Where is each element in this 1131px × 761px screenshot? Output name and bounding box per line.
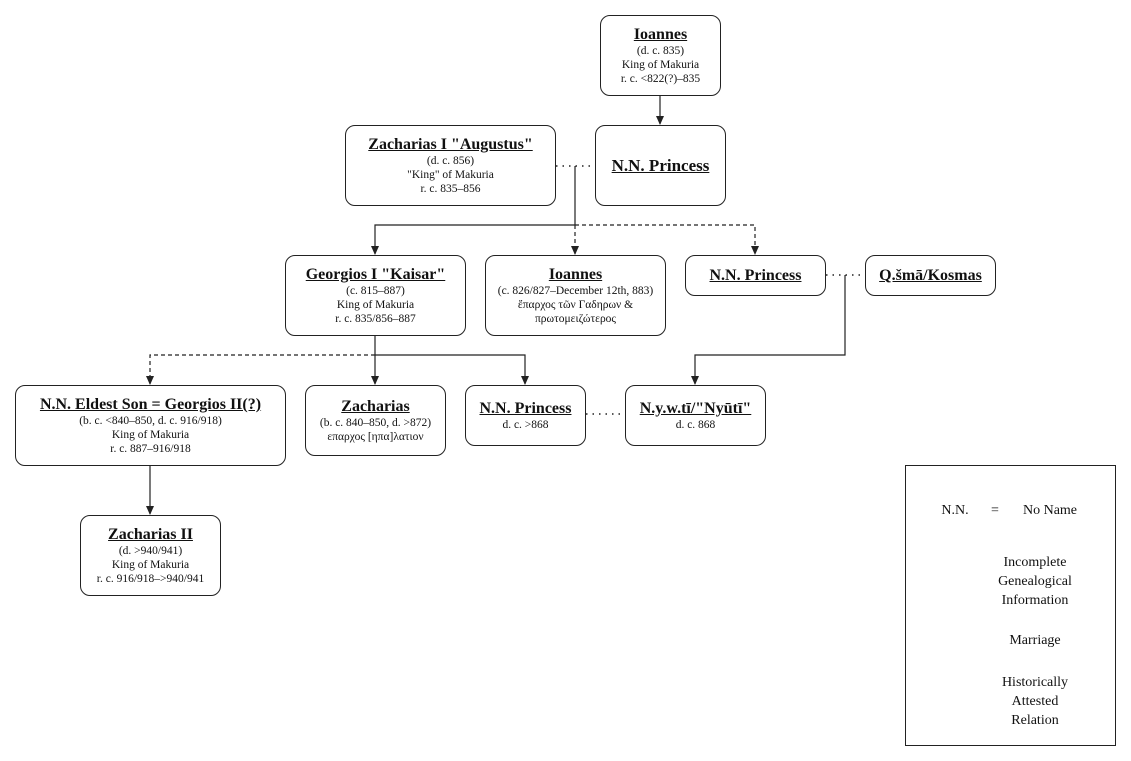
person-detail: (c. 826/827–December 12th, 883) (497, 285, 654, 297)
person-detail: r. c. <822(?)–835 (620, 73, 701, 85)
edge-georgios-to-princess-3 (375, 354, 529, 385)
person-detail: (c. 815–887) (346, 285, 405, 297)
person-name: Zacharias I "Augustus" (368, 136, 533, 153)
person-zacharias-i: Zacharias I "Augustus" (d. c. 856) "King… (345, 125, 556, 206)
person-detail: επαρχος [ηπα]λατιον (327, 431, 424, 443)
legend-equals: = (991, 503, 999, 518)
person-detail: King of Makuria (111, 429, 190, 441)
person-detail: ἔπαρχος τῶν Γαδηρων & (517, 299, 634, 311)
edge-marriage-to-nywti (691, 275, 846, 385)
person-detail: d. c. 868 (675, 419, 716, 431)
person-detail: r. c. 835/856–887 (335, 313, 416, 325)
legend-attested-label: Historically Attested Relation (1001, 675, 1069, 728)
person-detail: "King" of Makuria (407, 169, 494, 181)
person-name: N.N. Princess (479, 400, 572, 417)
person-name: N.N. Eldest Son = Georgios II(?) (39, 396, 262, 413)
person-zacharias-ii: Zacharias II (d. >940/941) King of Makur… (80, 515, 221, 596)
person-detail: (d. >940/941) (118, 545, 183, 557)
person-name: N.N. Princess (709, 267, 802, 284)
person-detail: (b. c. <840–850, d. c. 916/918) (79, 415, 222, 427)
edge-marriage-to-princess-2 (575, 224, 759, 255)
person-georgios-i: Georgios I "Kaisar" (c. 815–887) King of… (285, 255, 466, 336)
person-name: Ioannes (633, 26, 688, 43)
person-zacharias: Zacharias (b. c. 840–850, d. >872) επαρχ… (305, 385, 446, 456)
person-princess-3: N.N. Princess d. c. >868 (465, 385, 586, 446)
person-detail: (d. c. 856) (426, 155, 475, 167)
person-name: N.y.w.tī/"Nyūtī" (639, 400, 752, 417)
person-ioannes-eparch: Ioannes (c. 826/827–December 12th, 883) … (485, 255, 666, 336)
legend (905, 465, 1116, 746)
person-name: N.N. Princess (611, 156, 710, 175)
person-detail: King of Makuria (111, 559, 190, 571)
person-detail: d. c. >868 (502, 419, 549, 431)
legend-nn-meaning: No Name (1022, 503, 1078, 518)
person-nywti: N.y.w.tī/"Nyūtī" d. c. 868 (625, 385, 766, 446)
person-princess-1: N.N. Princess (595, 125, 726, 206)
edge-georgios-to-eldest-son (146, 354, 375, 385)
legend-nn-abbr: N.N. (941, 503, 969, 518)
person-princess-2: N.N. Princess (685, 255, 826, 296)
person-name: Georgios I "Kaisar" (305, 266, 446, 283)
person-detail: r. c. 916/918–>940/941 (96, 573, 205, 585)
person-detail: (b. c. 840–850, d. >872) (319, 417, 432, 429)
person-name: Ioannes (548, 266, 603, 283)
person-name: Q.šmā/Kosmas (879, 267, 982, 284)
person-detail: (d. c. 835) (636, 45, 685, 57)
person-detail: King of Makuria (621, 59, 700, 71)
person-detail: r. c. 887–916/918 (110, 443, 191, 455)
person-name: Zacharias II (108, 526, 193, 543)
person-detail: King of Makuria (336, 299, 415, 311)
person-ioannes-king: Ioannes (d. c. 835) King of Makuria r. c… (600, 15, 721, 96)
legend-incomplete-label: Incomplete Genealogical Information (998, 555, 1072, 608)
person-detail: πρωτομειζώτερος (535, 313, 616, 325)
person-detail: r. c. 835–856 (420, 183, 481, 195)
person-name: Zacharias (341, 398, 410, 415)
person-eldest-son: N.N. Eldest Son = Georgios II(?) (b. c. … (15, 385, 286, 466)
edge-marriage-to-georgios (371, 166, 576, 255)
legend-marriage-label: Marriage (1009, 633, 1061, 648)
person-kosmas: Q.šmā/Kosmas (865, 255, 996, 296)
